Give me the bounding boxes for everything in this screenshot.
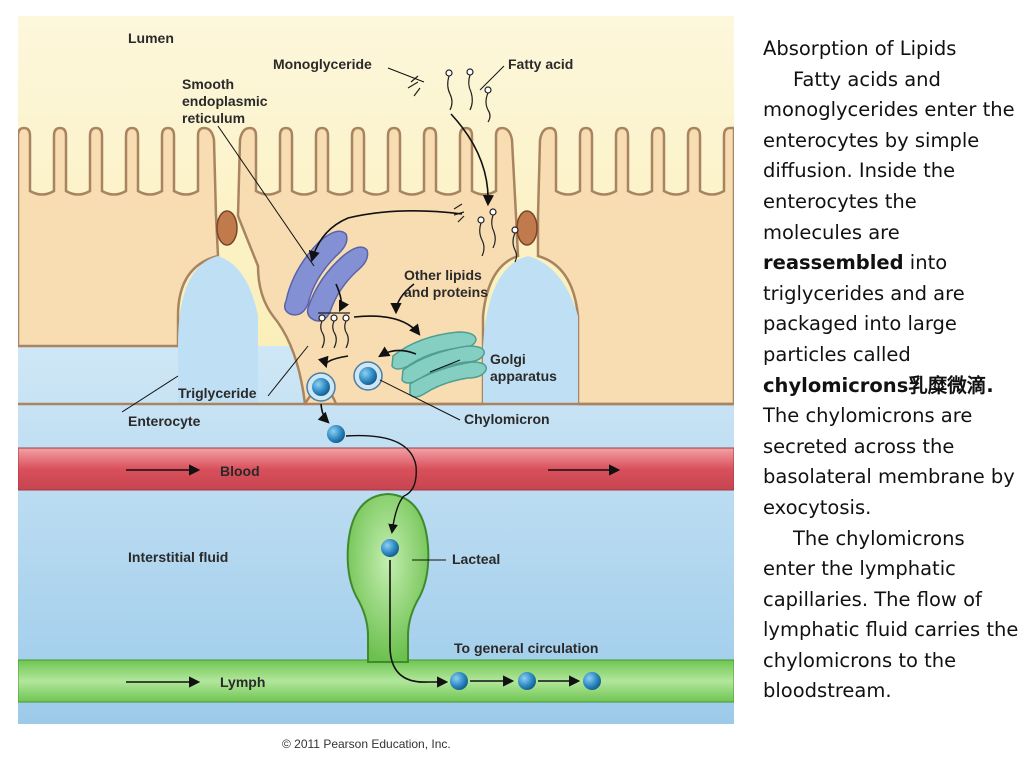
explanation-title: Absorption of Lipids	[763, 37, 957, 60]
explanation-paragraph-2: The chylomicrons enter the lymphatic cap…	[763, 524, 1019, 708]
label-smooth-er-3: reticulum	[182, 110, 245, 126]
label-blood: Blood	[220, 463, 260, 479]
chylomicron-in-golgi	[353, 361, 383, 391]
paragraph-1-part-c: The chylomicrons are secreted across the…	[763, 404, 1015, 519]
label-enterocyte: Enterocyte	[128, 413, 201, 429]
term-chylomicrons: chylomicrons乳糜微滴.	[763, 373, 994, 397]
golgi-apparatus	[391, 331, 487, 398]
label-interstitial-fluid: Interstitial fluid	[128, 549, 228, 565]
paragraph-1-part-a: Fatty acids and monoglycerides enter the…	[763, 67, 1015, 244]
intercellular-space-left	[178, 256, 258, 404]
label-monoglyceride: Monoglyceride	[273, 56, 372, 72]
label-other-lipids-1: Other lipids	[404, 267, 482, 283]
label-other-lipids-2: and proteins	[404, 284, 488, 300]
tight-junction-right	[516, 210, 538, 246]
chylomicron-interstitial	[327, 425, 345, 443]
lipid-molecules-cell	[453, 203, 519, 263]
chylomicron-lymph-3	[583, 672, 601, 690]
blood-vessel	[18, 447, 734, 491]
tight-junction-left	[216, 210, 238, 246]
label-golgi-1: Golgi	[490, 351, 526, 367]
intercellular-space-right	[483, 256, 578, 404]
lipid-molecules-lumen	[407, 68, 492, 123]
label-triglyceride: Triglyceride	[178, 385, 257, 401]
label-golgi-2: apparatus	[490, 368, 557, 384]
label-lymph: Lymph	[220, 674, 265, 690]
label-chylomicron: Chylomicron	[464, 411, 550, 427]
flow-arrows	[126, 113, 621, 688]
label-to-general-circulation: To general circulation	[454, 640, 598, 656]
chylomicron-lymph-2	[518, 672, 536, 690]
label-fatty-acid: Fatty acid	[508, 56, 573, 72]
lymph-vessel	[18, 659, 734, 703]
label-smooth-er-1: Smooth	[182, 76, 234, 92]
explanation-paragraph-1: Fatty acids and monoglycerides enter the…	[763, 65, 1019, 524]
label-smooth-er-2: endoplasmic	[182, 93, 268, 109]
leader-lines	[121, 65, 505, 561]
term-reassembled: reassembled	[763, 251, 904, 275]
paragraph-2-text: The chylomicrons enter the lymphatic cap…	[763, 526, 1019, 703]
chylomicron-exocytosis	[306, 372, 336, 402]
lacteal	[346, 492, 430, 663]
triglyceride-molecules	[318, 312, 350, 349]
lipid-absorption-diagram: Lumen Monoglyceride Fatty acid Smooth en…	[18, 16, 734, 724]
label-lacteal: Lacteal	[452, 551, 500, 567]
chylomicron-lacteal	[381, 539, 399, 557]
copyright-notice: © 2011 Pearson Education, Inc.	[282, 737, 451, 751]
paragraph-1-part-b: into triglycerides and are packaged into…	[763, 251, 965, 366]
chylomicron-lymph-1	[450, 672, 468, 690]
explanation-text: Absorption of Lipids Fatty acids and mon…	[763, 34, 1019, 707]
label-lumen: Lumen	[128, 30, 174, 46]
